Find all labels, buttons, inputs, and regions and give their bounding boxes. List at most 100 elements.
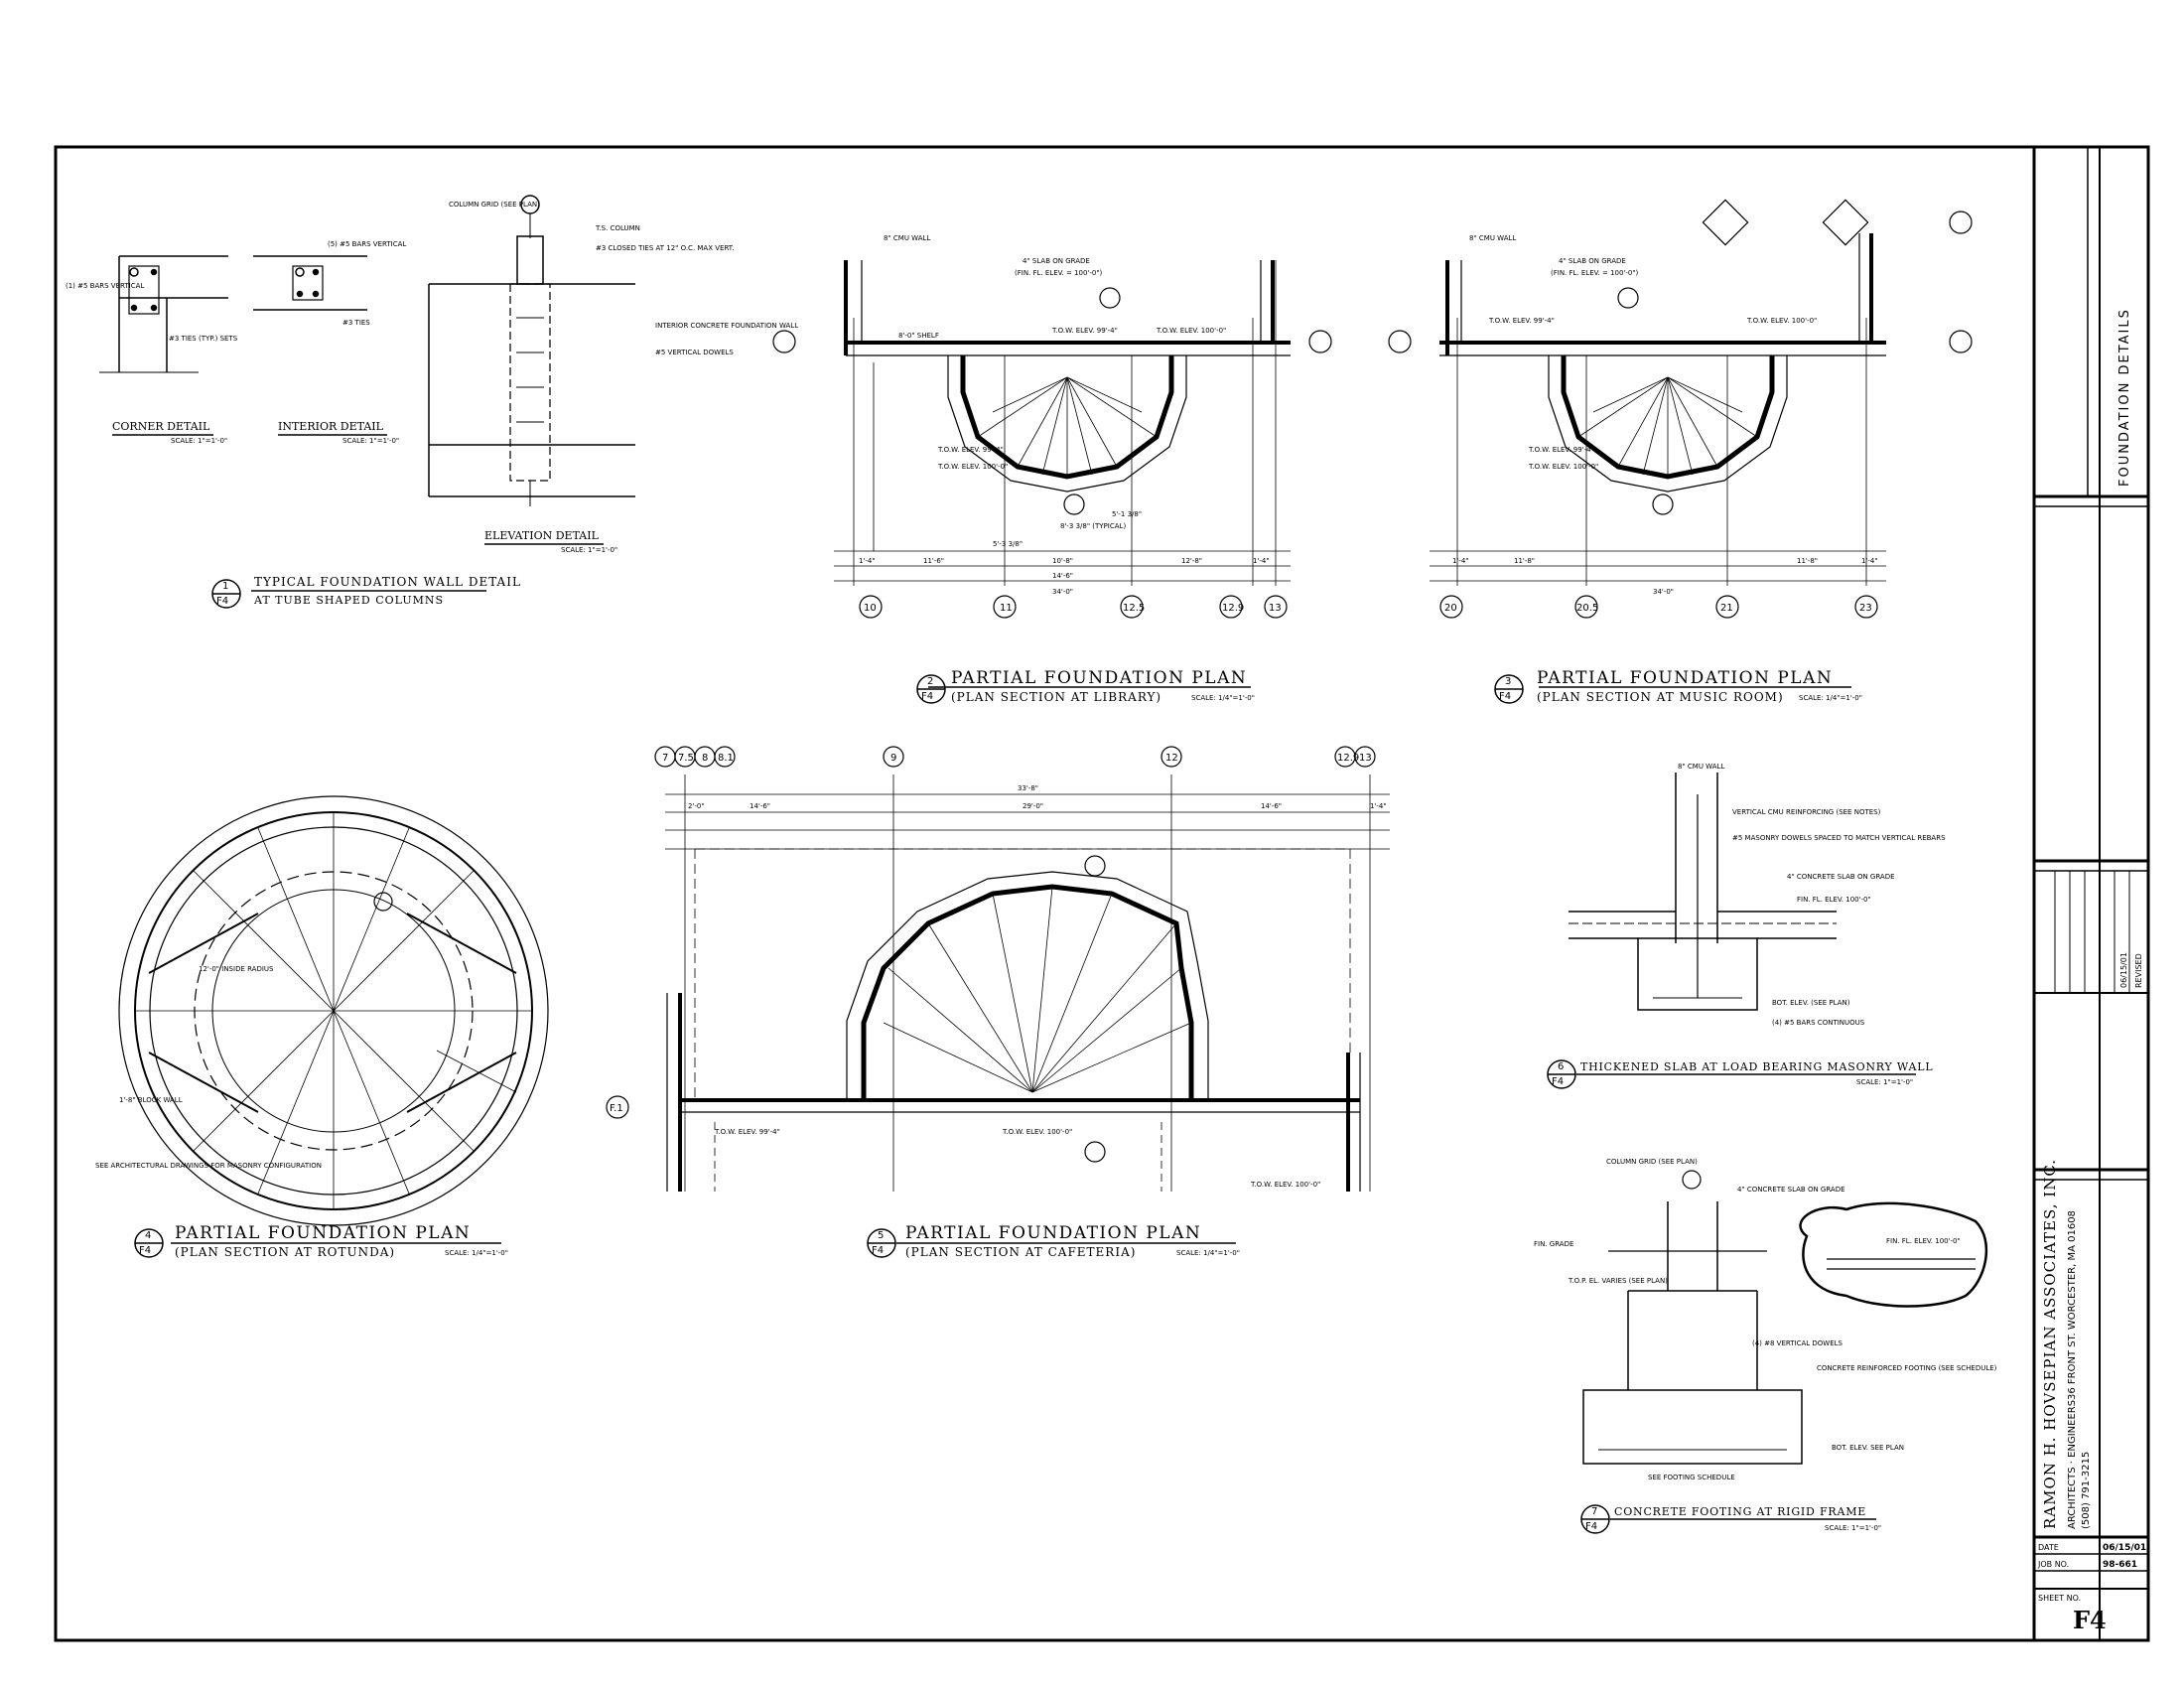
plan-3-music-room: [1388, 199, 1973, 619]
d7-scale: SCALE: 1"=1'-0": [1825, 1524, 1881, 1532]
plan2-label-cmu: 8" CMU WALL: [884, 234, 930, 242]
plan5-grid-7-5: 7.5: [678, 753, 694, 764]
plan2-dim-2: 10'-8": [1052, 557, 1073, 565]
d4-num: 4: [145, 1230, 151, 1241]
plan5-grid-12: 12: [1165, 753, 1178, 764]
plan2-dim-4: 14'-6": [1052, 572, 1073, 580]
revision-date: 06/15/01: [2119, 952, 2128, 988]
plan2-label-typ: 8'-3 3/8" (TYPICAL): [1060, 522, 1126, 530]
plan2-grid-11: 11: [1000, 603, 1013, 614]
corner-detail-scale: SCALE: 1"=1'-0": [171, 437, 227, 445]
plan4-label-note: SEE ARCHITECTURAL DRAWINGS FOR MASONRY C…: [95, 1162, 322, 1170]
corner-note-2: #3 TIES (TYP.) SETS: [169, 335, 238, 343]
plan2-dim-b: 5'-1 3/8": [1112, 510, 1142, 518]
plan3-dim-1: 11'-8": [1514, 557, 1535, 565]
plan2-grid-10: 10: [864, 603, 877, 614]
plan3-grid-20: 20: [1444, 603, 1457, 614]
job-value: 98-661: [2103, 1560, 2137, 1570]
plan5-dim-0: 33'-8": [1018, 784, 1038, 792]
plan2-dim-a: 5'-3 3/8": [993, 540, 1023, 548]
det7-label-footing: CONCRETE REINFORCED FOOTING (SEE SCHEDUL…: [1817, 1364, 1997, 1372]
d2-title: PARTIAL FOUNDATION PLAN: [951, 668, 1247, 688]
det7-label-fin: FIN. FL. ELEV. 100'-0": [1886, 1237, 1961, 1245]
detail-6-thickened-slab: [1569, 773, 1837, 1011]
revision-note: REVISED: [2134, 953, 2143, 988]
d4-title: PARTIAL FOUNDATION PLAN: [175, 1223, 471, 1243]
plan2-grid-12-5: 12.5: [1123, 603, 1145, 614]
d3-subtitle: (PLAN SECTION AT MUSIC ROOM): [1537, 690, 1784, 704]
plan2-grid-12-9: 12.9: [1222, 603, 1244, 614]
plan5-grid-13: 13: [1359, 753, 1372, 764]
elevation-detail: [428, 195, 635, 506]
sheet-title: FOUNDATION DETAILS: [2117, 308, 2132, 487]
plan2-label-shelf: 8'-0" SHELF: [898, 332, 939, 340]
interior-detail-label: INTERIOR DETAIL: [278, 420, 384, 433]
d1-subtitle: AT TUBE SHAPED COLUMNS: [253, 594, 444, 607]
plan2-dim-3: 12'-8": [1181, 557, 1202, 565]
corner-detail-label: CORNER DETAIL: [112, 420, 210, 433]
d3-num: 3: [1505, 676, 1511, 687]
plan3-label-cmu: 8" CMU WALL: [1469, 234, 1516, 242]
d5-subtitle: (PLAN SECTION AT CAFETERIA): [905, 1245, 1136, 1259]
det7-label-dowels: (4) #8 VERTICAL DOWELS: [1752, 1339, 1843, 1347]
d4-subtitle: (PLAN SECTION AT ROTUNDA): [175, 1245, 395, 1259]
corner-note-1: (1) #5 BARS VERTICAL: [66, 282, 144, 290]
det6-label-bot: BOT. ELEV. (SEE PLAN): [1772, 999, 1850, 1007]
elevation-note-3: #3 CLOSED TIES AT 12" O.C. MAX VERT.: [596, 244, 734, 252]
plan3-label-tow4: T.O.W. ELEV. 100'-0": [1746, 317, 1817, 325]
d6-scale: SCALE: 1"=1'-0": [1856, 1078, 1913, 1086]
plan3-slab-note: 4" SLAB ON GRADE: [1559, 257, 1626, 265]
firm-line-2: ARCHITECTS · ENGINEERS: [2067, 1400, 2078, 1529]
d2-subtitle: (PLAN SECTION AT LIBRARY): [951, 690, 1161, 704]
plan3-grid-23: 23: [1859, 603, 1872, 614]
sheet-border: [54, 145, 2150, 1642]
det7-label-slab: 4" CONCRETE SLAB ON GRADE: [1737, 1186, 1845, 1194]
d1-sheet: F4: [216, 596, 228, 607]
d2-sheet: F4: [921, 691, 933, 702]
plan5-dim-3: 29'-0": [1023, 802, 1043, 810]
plan-5-cafeteria: [606, 746, 1390, 1192]
det7-label-top: T.O.P. EL. VARIES (SEE PLAN): [1568, 1277, 1668, 1285]
plan3-dim-4: 1'-4": [1861, 557, 1878, 565]
plan5-label-tow2: T.O.W. ELEV. 100'-0": [1002, 1128, 1072, 1136]
plan5-label-tow3: T.O.W. ELEV. 100'-0": [1250, 1181, 1320, 1189]
plan3-dim-3: 34'-0": [1653, 588, 1674, 596]
plan3-dim-0: 1'-4": [1452, 557, 1469, 565]
interior-detail-scale: SCALE: 1"=1'-0": [342, 437, 399, 445]
date-label: DATE: [2038, 1543, 2059, 1552]
detail-7-concrete-footing: [1582, 1170, 1988, 1465]
d3-scale: SCALE: 1/4"=1'-0": [1799, 694, 1862, 702]
plan2-elev-note: (FIN. FL. ELEV. = 100'-0"): [1015, 269, 1103, 277]
plan3-grid-21: 21: [1720, 603, 1733, 614]
d3-sheet: F4: [1499, 691, 1511, 702]
interior-note-2: #3 TIES: [342, 319, 370, 327]
d7-sheet: F4: [1585, 1521, 1597, 1532]
plan2-grid-13: 13: [1269, 603, 1282, 614]
det7-label-grade: FIN. GRADE: [1534, 1240, 1573, 1248]
title-bubbles: [134, 579, 1610, 1534]
d1-title: TYPICAL FOUNDATION WALL DETAIL: [254, 575, 521, 589]
elevation-note-2: T.S. COLUMN: [595, 224, 640, 232]
plan2-slab-note: 4" SLAB ON GRADE: [1023, 257, 1090, 265]
plan2-dim-5: 34'-0": [1052, 588, 1073, 596]
plan5-grid-7: 7: [662, 753, 668, 764]
firm-name: RAMON H. HOVSEPIAN ASSOCIATES, INC.: [2041, 1159, 2059, 1529]
d7-num: 7: [1591, 1506, 1597, 1517]
d1-num: 1: [222, 581, 228, 592]
plan4-label-wall: 1'-8" BLOCK WALL: [119, 1096, 183, 1104]
d6-num: 6: [1558, 1061, 1564, 1072]
plan5-grid-8-1: 8.1: [718, 753, 734, 764]
d5-sheet: F4: [872, 1245, 884, 1256]
det7-label-grid: COLUMN GRID (SEE PLAN): [1606, 1158, 1698, 1166]
plan2-label-tow3: T.O.W. ELEV. 99'-4": [1051, 327, 1118, 335]
plan-2-library: [772, 260, 1332, 619]
firm-address: 36 FRONT ST. WORCESTER, MA 01608: [2067, 1210, 2078, 1400]
d2-num: 2: [927, 676, 933, 687]
title-underlines: [112, 434, 1916, 1520]
det6-label-fin: FIN. FL. ELEV. 100'-0": [1797, 896, 1871, 904]
plan3-label-tow2: T.O.W. ELEV. 99'-4": [1528, 446, 1594, 454]
plan-4-rotunda: [118, 795, 549, 1226]
sheet-no-value: F4: [2073, 1606, 2107, 1634]
elevation-note-5: #5 VERTICAL DOWELS: [655, 349, 734, 356]
